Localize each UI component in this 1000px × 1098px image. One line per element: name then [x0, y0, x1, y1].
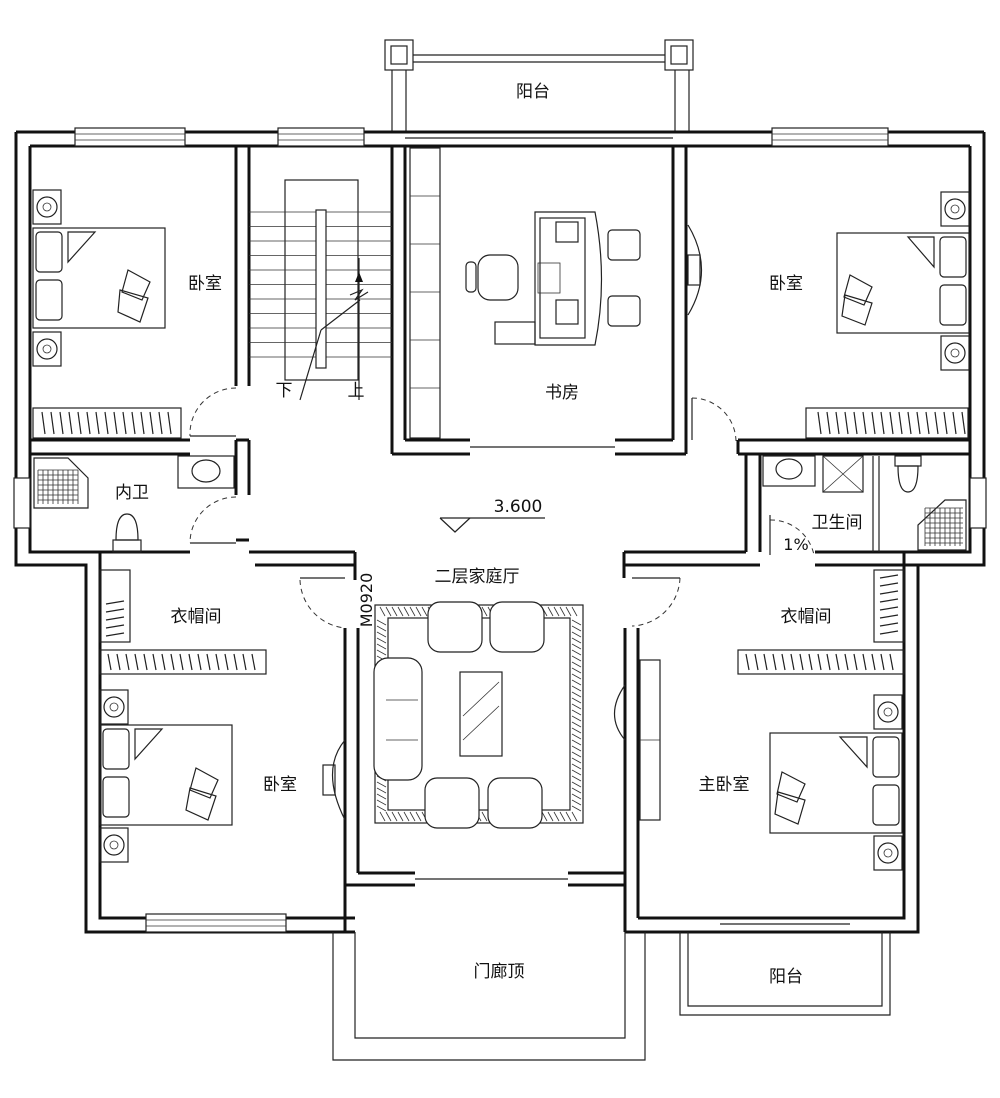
inner-bath-fixtures [33, 455, 237, 553]
staircase [249, 179, 392, 401]
porch-roof [332, 932, 646, 1061]
study-shelf [409, 147, 441, 439]
study-desk [465, 211, 641, 346]
label-master-bedroom: 主卧室 [699, 775, 750, 795]
elevation-marker [439, 517, 545, 533]
bed-master [614, 659, 903, 871]
balcony-bottom [679, 932, 891, 1016]
windows [13, 127, 987, 933]
label-study: 书房 [545, 383, 579, 403]
room-labels: 阳台 卧室 下 上 书房 卧室 内卫 3.600 卫生间 1% 二层家庭厅 M0… [115, 82, 863, 987]
wardrobe-nw [32, 407, 182, 439]
column-right [664, 39, 694, 71]
label-family-hall: 二层家庭厅 [435, 567, 520, 587]
tv-ne [687, 224, 703, 316]
label-closet-e: 衣帽间 [781, 607, 832, 627]
bathroom-fixtures [762, 455, 967, 556]
label-balcony-top: 阳台 [516, 82, 550, 102]
label-bedroom-sw: 卧室 [263, 775, 297, 795]
bed-ne [836, 191, 970, 371]
family-hall-furniture [299, 577, 681, 829]
label-door-code: M0920 [357, 573, 376, 628]
label-stair-down: 下 [276, 381, 293, 401]
label-balcony-bottom: 阳台 [769, 967, 803, 987]
label-elevation: 3.600 [494, 497, 543, 517]
label-bathroom: 卫生间 [812, 513, 863, 533]
closet-west [99, 569, 267, 675]
closet-east [737, 569, 905, 675]
label-porch-roof: 门廊顶 [474, 962, 525, 982]
door-ne [691, 397, 737, 443]
label-bedroom-ne: 卧室 [769, 274, 803, 294]
door-nw [189, 387, 237, 437]
label-bedroom-nw: 卧室 [188, 274, 222, 294]
bed-nw [32, 189, 166, 367]
column-left [384, 39, 414, 71]
label-inner-bath: 内卫 [115, 483, 149, 503]
label-closet-w: 衣帽间 [171, 607, 222, 627]
wardrobe-ne [805, 407, 969, 439]
balcony-top [384, 39, 694, 133]
label-stair-up: 上 [348, 381, 365, 401]
label-slope: 1% [783, 535, 808, 554]
bed-sw [99, 689, 346, 863]
